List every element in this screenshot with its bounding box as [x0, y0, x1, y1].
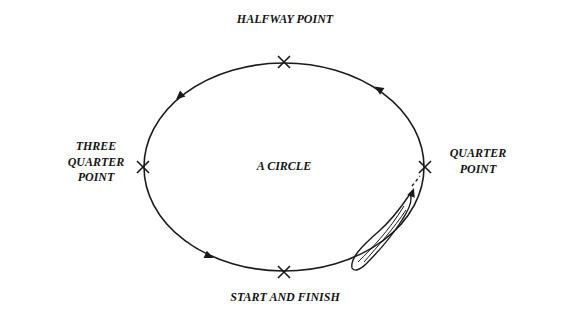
x-mark [278, 56, 290, 68]
pen-body [352, 194, 411, 270]
point-marks [137, 56, 431, 278]
pen-hatch [358, 206, 406, 262]
x-mark [278, 266, 290, 278]
x-mark [137, 161, 149, 173]
point-label: HALFWAY POINT [190, 12, 380, 28]
point-label: THREE QUARTER POINT [62, 139, 130, 186]
circle-node: A CIRCLE [143, 62, 425, 272]
pen-drawing [352, 176, 420, 270]
circle-caption: A CIRCLE [257, 159, 311, 175]
pen-trail [412, 176, 420, 186]
circle-line [144, 63, 424, 271]
point-label: QUARTER POINT [436, 146, 520, 177]
x-mark [419, 161, 431, 173]
point-label: START AND FINISH [180, 290, 390, 306]
